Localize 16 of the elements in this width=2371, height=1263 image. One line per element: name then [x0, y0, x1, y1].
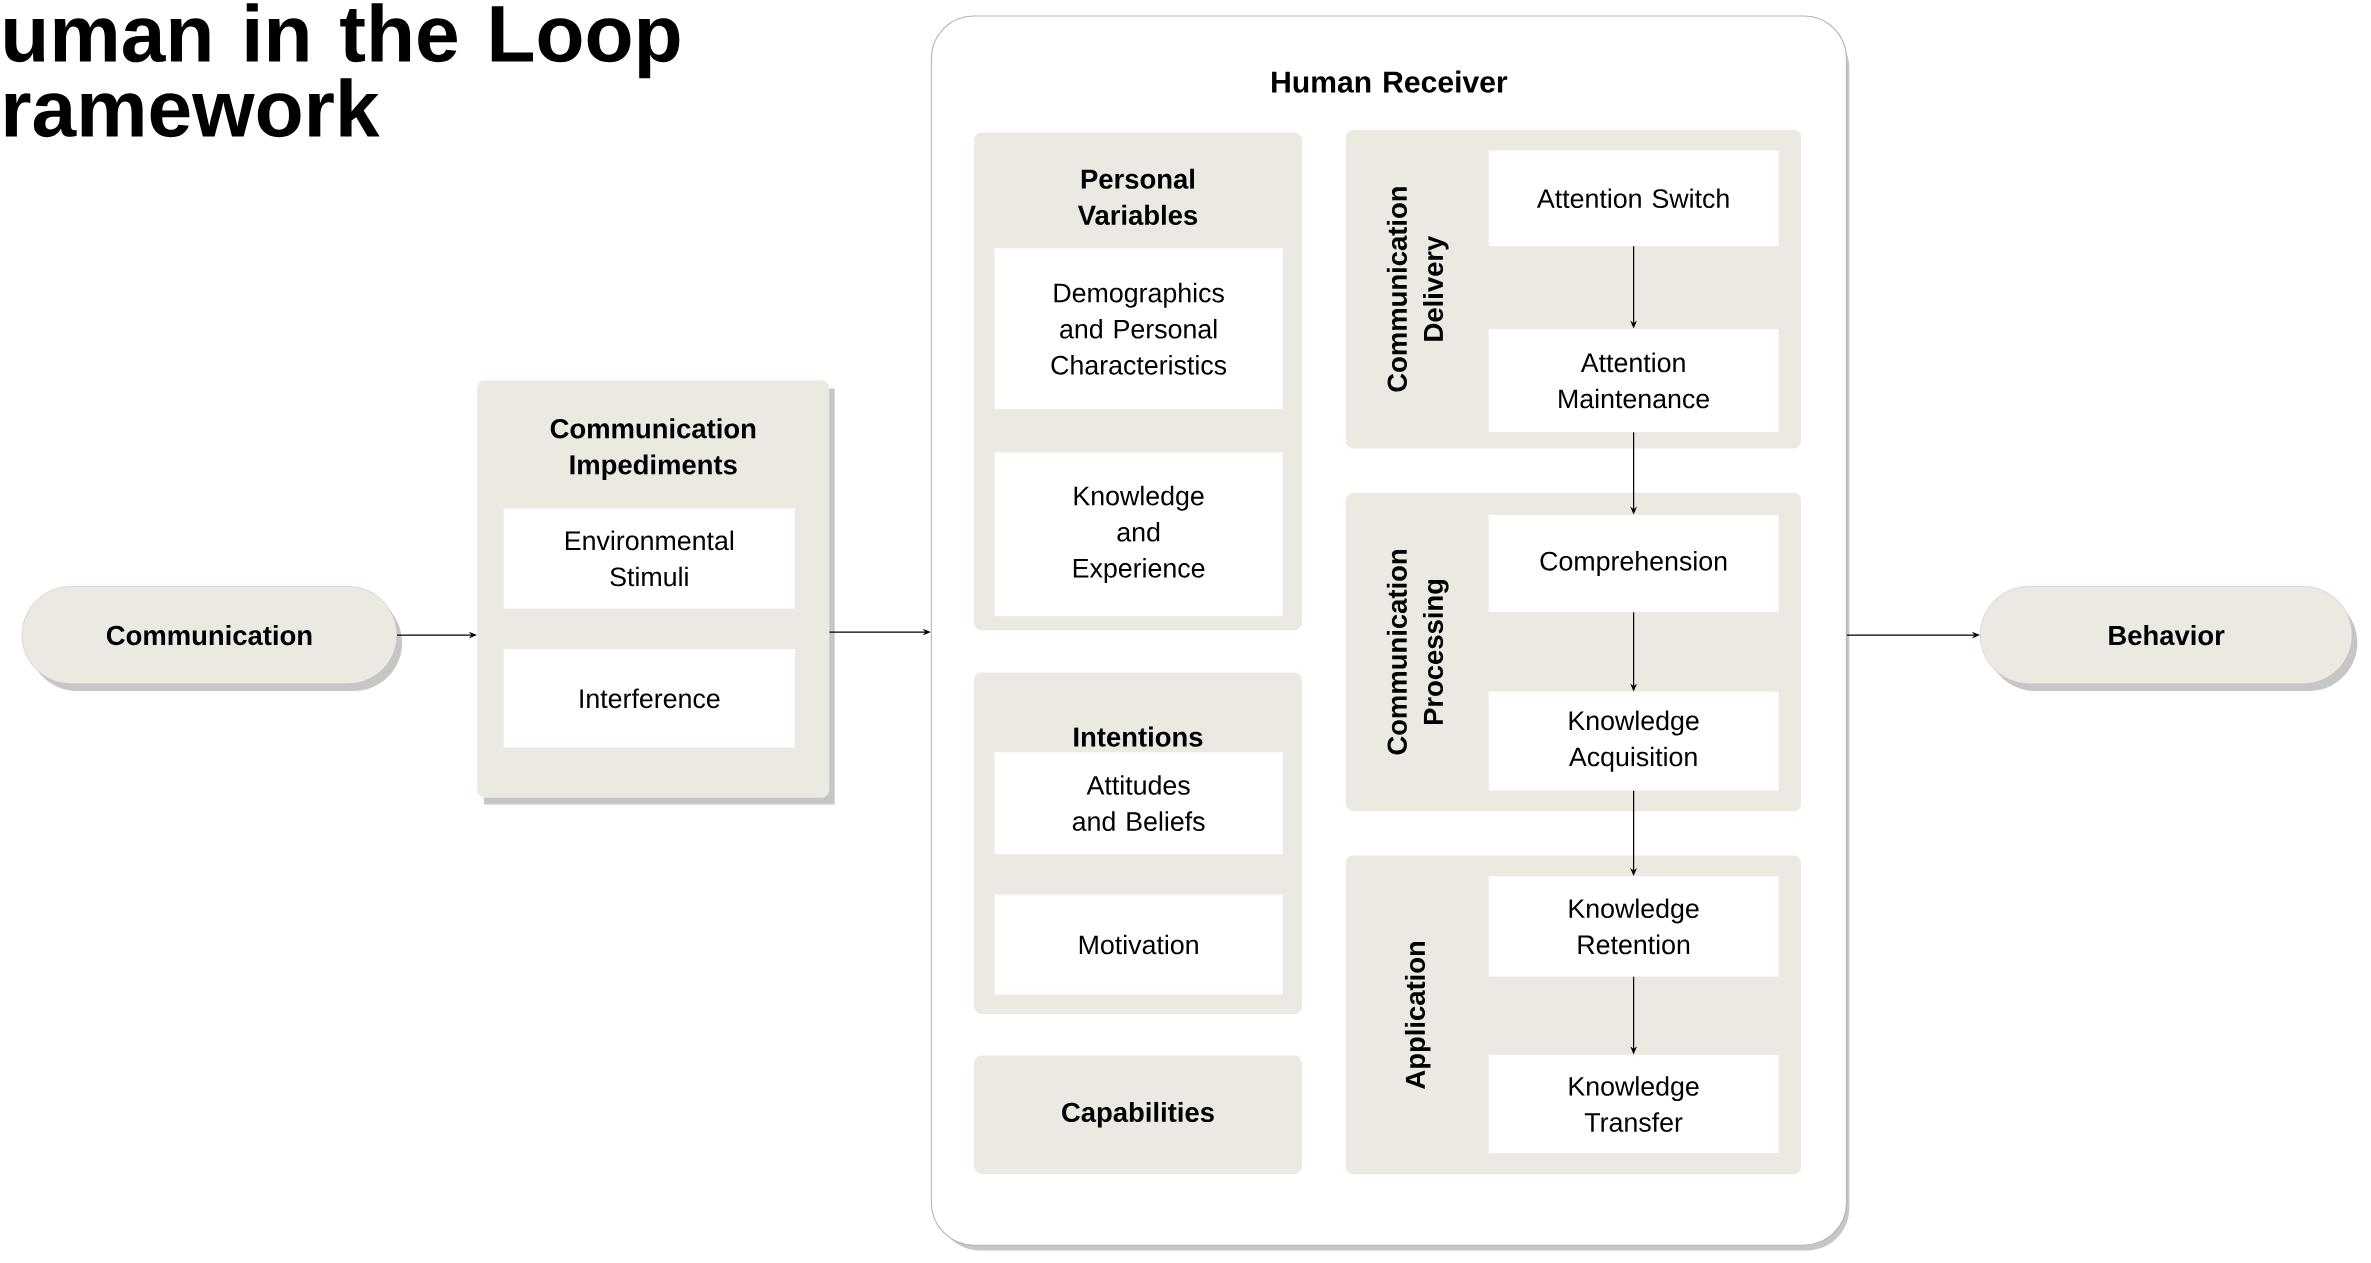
text-box: Knowledge Transfer	[1488, 1054, 1779, 1154]
text-box: Attention Switch	[1488, 150, 1779, 247]
group-box: Capabilities	[974, 1055, 1302, 1175]
rounded-box: Communication	[21, 586, 403, 692]
text-box: Environmental Stimuli	[503, 508, 795, 609]
text-box: Attitudes and Beliefs	[994, 752, 1283, 855]
text-box: Knowledge Retention	[1488, 876, 1779, 977]
text-box: Interference	[503, 649, 795, 748]
text-box: Motivation	[994, 894, 1283, 995]
text-box: Demographics and Personal Characteristics	[994, 248, 1283, 410]
rounded-box: Behavior	[1979, 586, 2358, 692]
text-box: Knowledge Acquisition	[1488, 692, 1779, 791]
text-box: Comprehension	[1488, 515, 1779, 613]
text-box: Attention Maintenance	[1488, 329, 1779, 433]
title: uman in the Loop ramework	[5, 3, 680, 138]
text-box: Knowledge and Experience	[994, 452, 1283, 617]
